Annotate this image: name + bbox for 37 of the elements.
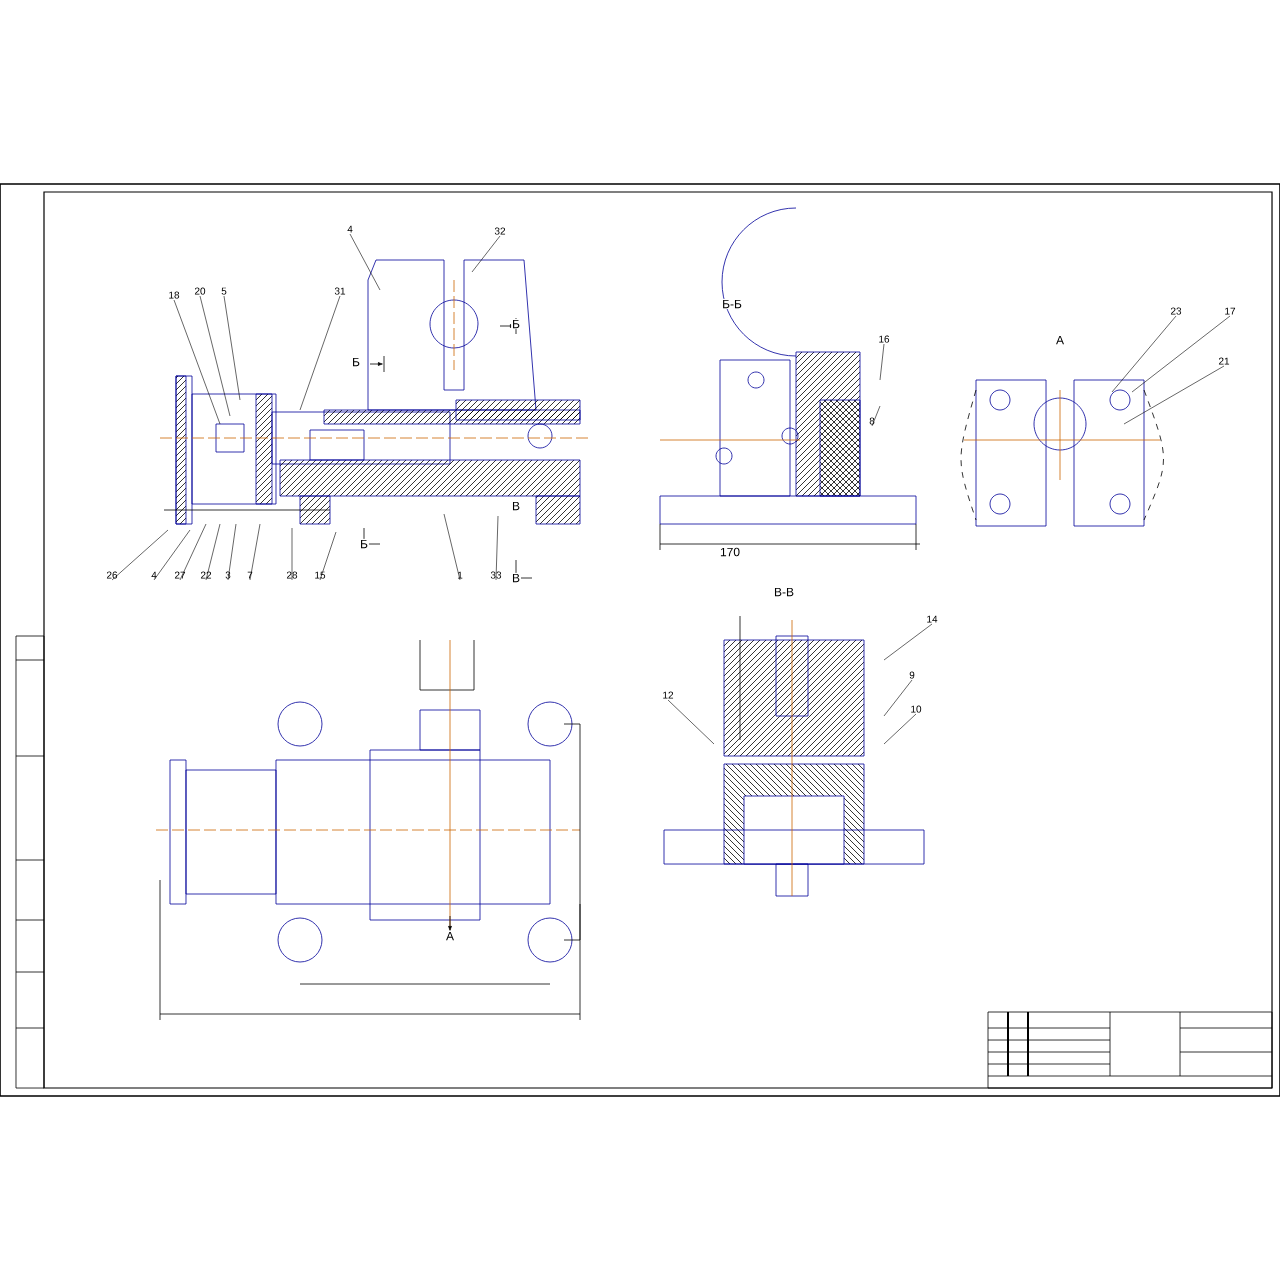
leader-line <box>173 299 221 425</box>
leader-line <box>249 523 261 581</box>
leader-line <box>349 233 381 291</box>
leader-line <box>471 235 501 273</box>
leader-line <box>883 713 917 745</box>
leader-line <box>879 343 885 381</box>
leader-line <box>495 515 499 581</box>
leader-line <box>205 523 221 581</box>
leader-line <box>443 513 461 581</box>
leader-line <box>883 623 933 661</box>
leader-line <box>299 295 341 411</box>
assembly-drawing <box>279 459 581 497</box>
leader-line <box>1111 315 1177 393</box>
assembly-drawing <box>535 495 581 525</box>
assembly-drawing <box>659 371 1164 551</box>
leader-line <box>179 523 207 581</box>
assembly-drawing <box>175 375 187 525</box>
leader-line <box>223 295 241 401</box>
assembly-drawing <box>215 259 581 461</box>
assembly-drawing <box>0 183 1280 1097</box>
leader-line <box>111 529 169 581</box>
leader-line <box>1131 315 1231 393</box>
assembly-drawing <box>455 399 581 421</box>
leader-line <box>667 699 715 745</box>
leader-line <box>227 523 237 581</box>
leader-line <box>319 531 337 581</box>
assembly-drawing <box>255 393 451 505</box>
assembly-drawing <box>159 207 917 579</box>
assembly-drawing <box>155 615 925 1021</box>
leader-line <box>871 405 881 427</box>
leader-line <box>1123 365 1225 425</box>
leader-line <box>199 295 231 417</box>
leader-line <box>153 529 191 581</box>
leader-line <box>291 527 293 581</box>
leader-line <box>883 679 913 717</box>
assembly-drawing <box>723 635 865 757</box>
assembly-drawing <box>795 351 861 497</box>
